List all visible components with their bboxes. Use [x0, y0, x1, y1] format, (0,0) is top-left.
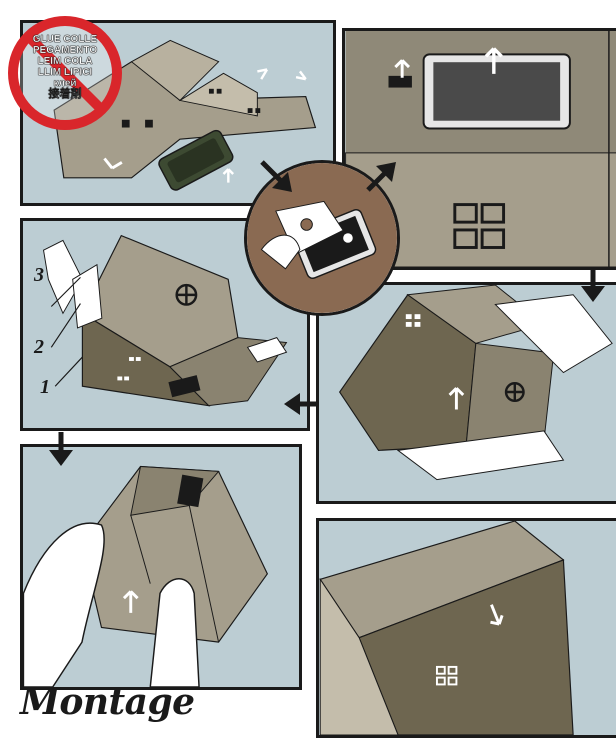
no-glue-sign: GLUE COLLE PEGAMENTO LEIM COLA LLIM LIPI… — [6, 14, 124, 132]
step-panel-finish-roof — [316, 518, 616, 738]
arrow-down-icon — [46, 430, 76, 468]
finished-house-illustration — [319, 521, 616, 735]
no-glue-text-line: LLIM LIPICI — [6, 67, 124, 78]
arrow-down-icon — [578, 266, 608, 304]
arrow-left-icon — [282, 390, 318, 418]
page-title: Montage — [20, 680, 195, 724]
hand-holding-box-illustration — [23, 447, 299, 687]
step-panel-push-bottom — [20, 444, 302, 690]
no-glue-text-line: PEGAMENTO — [6, 45, 124, 56]
step-panel-close-sides — [316, 282, 616, 504]
no-glue-text-line: LEIM COLA — [6, 56, 124, 67]
arrow-up-right-icon — [362, 156, 402, 196]
arrow-down-right-icon — [258, 158, 298, 198]
no-glue-text-line: 接着剤 — [6, 89, 124, 100]
house-sides-illustration — [319, 285, 616, 501]
step-number-2: 2 — [34, 336, 44, 359]
no-glue-text-line: GLUE COLLE — [6, 34, 124, 45]
step-number-1: 1 — [40, 376, 50, 399]
step-number-3: 3 — [34, 264, 44, 287]
